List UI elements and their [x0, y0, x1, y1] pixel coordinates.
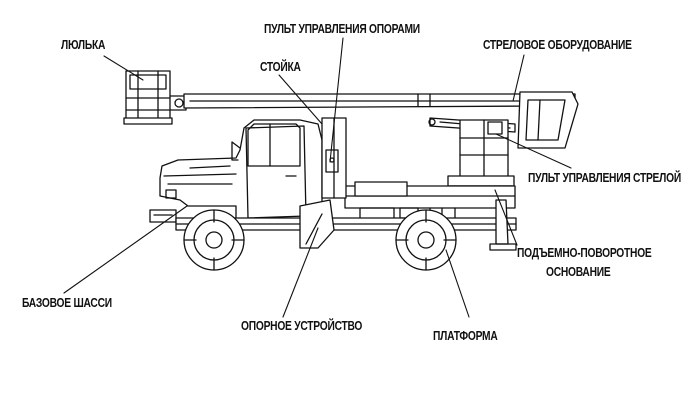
label-turntable-line1: ПОДЪЕМНО-ПОВОРОТНОЕ — [517, 246, 652, 260]
label-outrigger: ОПОРНОЕ УСТРОЙСТВО — [241, 319, 363, 333]
leader-column — [278, 74, 323, 125]
leader-support-control — [329, 37, 344, 163]
leader-turntable — [494, 189, 518, 246]
leader-chassis — [63, 205, 188, 294]
label-turntable-line2: ОСНОВАНИЕ — [546, 265, 611, 279]
label-basket: ЛЮЛЬКА — [61, 38, 106, 52]
leader-platform — [445, 249, 470, 318]
turntable-drawing — [447, 119, 515, 187]
leader-boom-control — [495, 133, 572, 169]
column-drawing — [321, 117, 347, 199]
label-boom-control: ПУЛЬТ УПРАВЛЕНИЯ СТРЕЛОЙ — [528, 171, 681, 185]
label-boom-equipment: СТРЕЛОВОЕ ОБОРУДОВАНИЕ — [483, 38, 632, 52]
leader-lines — [63, 37, 572, 318]
label-platform: ПЛАТФОРМА — [433, 329, 498, 343]
label-support-control: ПУЛЬТ УПРАВЛЕНИЯ ОПОРАМИ — [264, 22, 420, 36]
label-chassis: БАЗОВОЕ ШАССИ — [22, 296, 112, 310]
basket-drawing — [123, 70, 187, 125]
leader-boom — [512, 54, 525, 102]
front-wheel-drawing — [183, 209, 245, 271]
label-column: СТОЙКА — [260, 60, 301, 74]
cab-drawing — [149, 119, 323, 223]
leader-outrigger — [282, 227, 319, 318]
rear-wheel-drawing — [395, 209, 457, 271]
leader-basket — [103, 55, 144, 81]
